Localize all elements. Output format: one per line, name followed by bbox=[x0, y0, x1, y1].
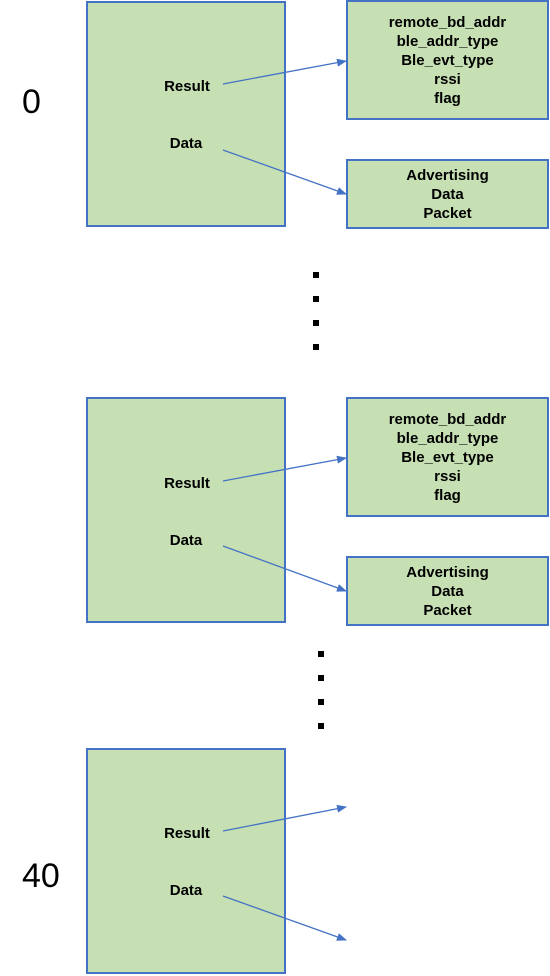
adv-line-packet: Packet bbox=[423, 204, 472, 222]
adv-line-data: Data bbox=[431, 582, 464, 600]
data-arrow-0 bbox=[222, 149, 347, 195]
ellipsis-dot bbox=[318, 651, 324, 657]
advertising-packet-box-middle: Advertising Data Packet bbox=[346, 556, 549, 626]
ellipsis-dot bbox=[313, 296, 319, 302]
adv-line-data: Data bbox=[431, 185, 464, 203]
field-ble-addr-type: ble_addr_type bbox=[396, 429, 499, 447]
adv-line-advertising: Advertising bbox=[406, 563, 489, 581]
field-ble-evt-type: Ble_evt_type bbox=[401, 51, 494, 69]
ellipsis-dot bbox=[318, 699, 324, 705]
advertising-packet-box-0: Advertising Data Packet bbox=[346, 159, 549, 229]
index-label-last: 40 bbox=[22, 857, 60, 895]
ellipsis-dot bbox=[318, 675, 324, 681]
field-remote-bd-addr: remote_bd_addr bbox=[388, 410, 507, 428]
result-label-middle: Result bbox=[164, 475, 210, 492]
data-arrow-middle bbox=[222, 545, 347, 592]
field-flag: flag bbox=[434, 89, 461, 107]
scan-entry-box-0 bbox=[86, 1, 286, 227]
scan-result-fields-box-middle: remote_bd_addr ble_addr_type Ble_evt_typ… bbox=[346, 397, 549, 517]
ellipsis-dot bbox=[318, 723, 324, 729]
field-flag: flag bbox=[434, 486, 461, 504]
data-label-40: Data bbox=[169, 882, 203, 899]
scan-entry-box-middle bbox=[86, 397, 286, 623]
field-rssi: rssi bbox=[434, 467, 461, 485]
data-arrow-40 bbox=[222, 895, 347, 941]
data-label-0: Data bbox=[169, 135, 203, 152]
index-label-first: 0 bbox=[22, 83, 41, 121]
ellipsis-dot bbox=[313, 272, 319, 278]
field-ble-addr-type: ble_addr_type bbox=[396, 32, 499, 50]
field-ble-evt-type: Ble_evt_type bbox=[401, 448, 494, 466]
field-rssi: rssi bbox=[434, 70, 461, 88]
result-arrow-40 bbox=[222, 804, 347, 832]
ellipsis-dot bbox=[313, 344, 319, 350]
result-label-40: Result bbox=[164, 825, 210, 842]
data-label-middle: Data bbox=[169, 532, 203, 549]
result-arrow-0 bbox=[222, 58, 347, 85]
ellipsis-dot bbox=[313, 320, 319, 326]
adv-line-advertising: Advertising bbox=[406, 166, 489, 184]
field-remote-bd-addr: remote_bd_addr bbox=[388, 13, 507, 31]
scan-entry-box-40 bbox=[86, 748, 286, 974]
result-arrow-middle bbox=[222, 455, 347, 482]
adv-line-packet: Packet bbox=[423, 601, 472, 619]
result-label-0: Result bbox=[164, 78, 210, 95]
scan-result-fields-box-0: remote_bd_addr ble_addr_type Ble_evt_typ… bbox=[346, 0, 549, 120]
